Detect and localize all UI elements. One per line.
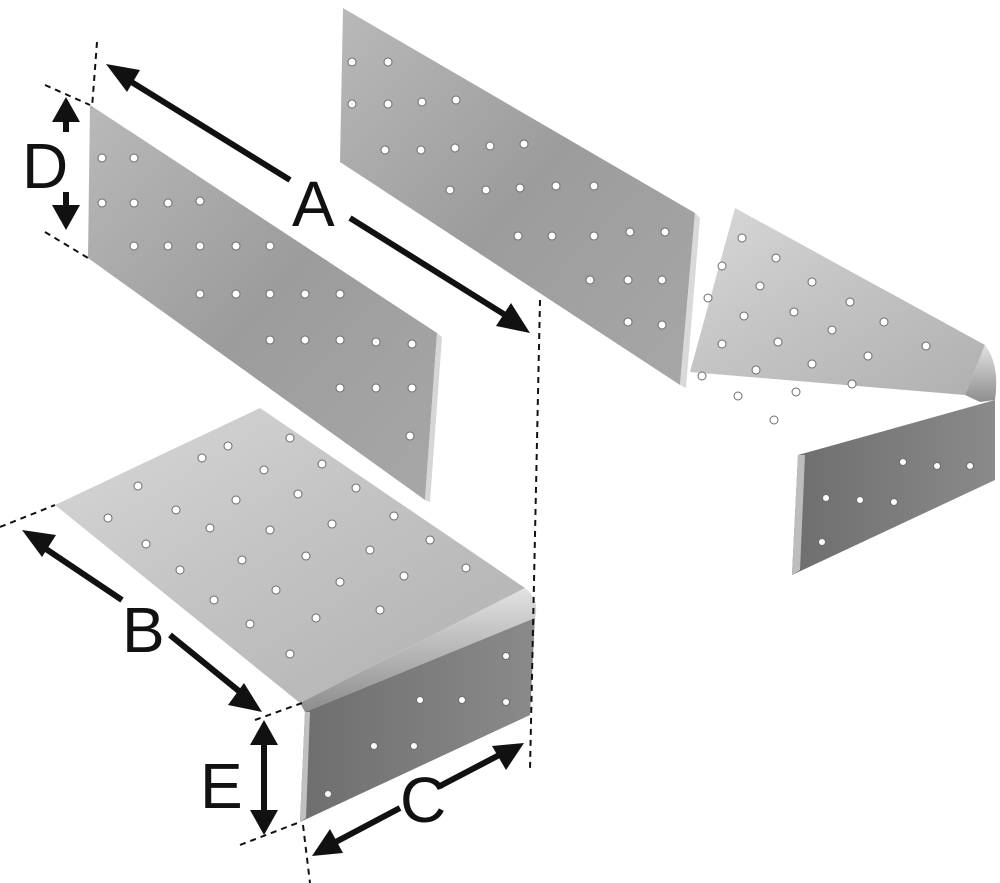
right-bracket-vertical-plate — [340, 8, 695, 385]
right-bracket-lip — [792, 400, 995, 575]
right-bracket-holes — [347, 57, 974, 546]
dimension-a-arrow — [106, 64, 530, 333]
dimension-label-d: D — [22, 130, 68, 202]
right-bracket-base-plate — [690, 208, 985, 395]
dimension-label-b: B — [122, 594, 165, 666]
right-bracket-bend — [965, 345, 997, 402]
dimension-label-c: C — [400, 764, 446, 836]
dimension-b-arrow — [22, 530, 262, 712]
left-bracket-vertical-plate — [88, 105, 437, 500]
left-bracket-base-plate — [55, 408, 525, 703]
dimension-label-e: E — [200, 750, 243, 822]
right-bracket — [340, 8, 997, 575]
dimension-e-arrow — [250, 720, 278, 835]
extension-lines — [0, 41, 541, 883]
left-bracket-bend — [300, 588, 537, 712]
left-bracket — [55, 105, 537, 822]
dimension-label-a: A — [292, 168, 335, 240]
left-bracket-lip — [300, 618, 535, 822]
left-bracket-holes — [97, 153, 510, 798]
dimension-d-arrow — [52, 97, 80, 230]
dimension-c-arrow — [312, 743, 524, 856]
